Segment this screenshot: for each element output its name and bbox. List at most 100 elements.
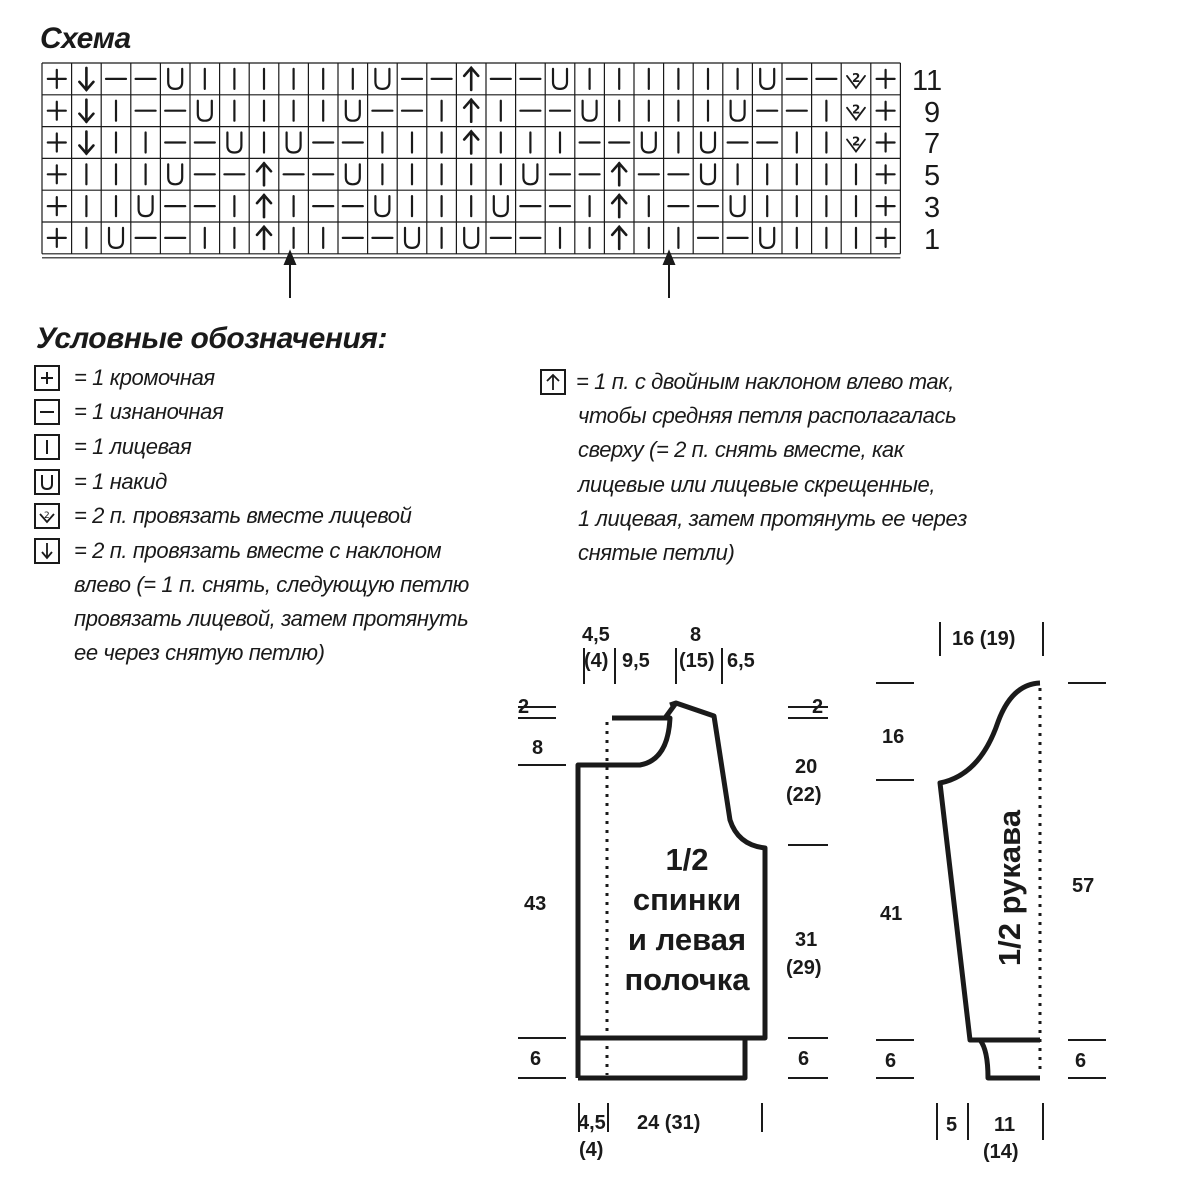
body-dim-left-43: 43 (524, 893, 547, 915)
stitch-cell-r6-c1 (46, 227, 67, 248)
row-number-1: 1 (924, 224, 941, 256)
stitch-cell-r2-c2 (78, 98, 95, 124)
body-label-line-2: спинки (632, 882, 742, 917)
stitch-cell-r3-c23 (699, 131, 717, 154)
stitch-cell-r5-c29 (875, 196, 896, 217)
legend-double-dec-line-5: 1 лицевая, затем протянуть ее через (578, 506, 967, 531)
body-dim-top-c2: (15) (679, 650, 715, 672)
sleeve-dim-left-41: 41 (880, 903, 903, 925)
stitch-cell-r3-c2 (78, 130, 95, 156)
stitch-cell-r4-c1 (46, 164, 67, 185)
stitch-cell-r5-c24 (729, 195, 746, 218)
legend-k2tog: = 2 п. провязать вместе лицевой (74, 503, 412, 528)
stitch-cell-r2-c15 (462, 97, 480, 123)
svg-text:2: 2 (852, 71, 860, 85)
stitch-cell-r3-c1 (46, 132, 67, 153)
stitch-cell-r1-c29 (875, 68, 896, 90)
stitch-cell-r2-c24 (729, 99, 746, 122)
sleeve-dim-bottom-b2: (14) (983, 1141, 1019, 1163)
stitch-cell-r4-c20 (610, 161, 628, 187)
svg-text:2: 2 (852, 103, 860, 117)
svg-text:2: 2 (852, 135, 860, 149)
ssk-icon (34, 538, 60, 564)
body-dim-left-2: 2 (518, 696, 530, 718)
stitch-cell-r1-c18 (551, 67, 569, 91)
stitch-cell-r6-c15 (463, 226, 480, 250)
repeat-markers (283, 249, 676, 298)
body-dim-top-b: 9,5 (622, 650, 650, 672)
stitch-cell-r6-c13 (403, 226, 421, 250)
body-dim-top-c: 8 (690, 624, 702, 646)
stitch-cell-r2-c19 (581, 99, 598, 122)
body-dim-top-a: 4,5 (582, 624, 610, 646)
yarn-over-icon (34, 469, 60, 495)
stitch-cell-r2-c11 (344, 99, 361, 122)
stitch-cell-r6-c25 (759, 226, 776, 250)
body-dim-right-29: (29) (786, 957, 822, 979)
stitch-cell-r1-c25 (759, 67, 776, 91)
stitch-cell-r2-c28: 2 (846, 103, 866, 122)
stitch-cell-r3-c21 (640, 131, 657, 154)
stitch-cell-r2-c6 (196, 99, 213, 122)
stitch-chart-grid: 2 2 2 (41, 62, 902, 259)
sleeve-dim-right-6: 6 (1075, 1050, 1087, 1072)
stitch-cell-r1-c2 (78, 66, 95, 92)
stitch-cell-r4-c17 (522, 163, 539, 186)
legend-ssk: = 2 п. провязать вместе с наклоном (74, 538, 442, 563)
double-decrease-icon (540, 369, 566, 395)
row-number-11: 11 (912, 65, 943, 97)
body-label-line-4: полочка (624, 962, 750, 997)
body-dim-bottom-a2: (4) (579, 1139, 604, 1161)
stitch-cell-r1-c1 (46, 68, 67, 90)
legend-ssk-line-2: влево (= 1 п. снять, следующую петлю (74, 572, 469, 597)
stitch-cell-r6-c8 (255, 224, 273, 251)
legend-double-dec-line-2: чтобы средняя петля располагалась (578, 403, 957, 428)
body-schematic (575, 700, 768, 1081)
body-piece-label: 1/2 спинки и левая полочка (612, 840, 762, 1000)
body-dim-right-2: 2 (812, 696, 824, 718)
sleeve-dim-top: 16 (19) (952, 628, 1016, 650)
body-dim-top-d: 6,5 (727, 650, 755, 672)
legend-yarn-over: = 1 накид (74, 469, 167, 494)
body-label-line-1: 1/2 (665, 842, 709, 877)
stitch-cell-r5-c16 (492, 195, 509, 218)
edge-stitch-icon (34, 365, 60, 391)
stitch-cell-r2-c29 (875, 100, 896, 121)
stitch-cell-r4-c29 (875, 164, 896, 185)
sleeve-dim-bottom-b: 11 (994, 1114, 1016, 1136)
sleeve-dim-bottom-a: 5 (946, 1114, 958, 1136)
body-dim-right-6: 6 (798, 1048, 810, 1070)
stitch-cell-r4-c8 (255, 161, 273, 187)
sleeve-dim-left-16: 16 (882, 726, 905, 748)
stitch-cell-r1-c15 (462, 65, 480, 92)
sleeve-dim-lines (876, 622, 1106, 1140)
stitch-cell-r6-c3 (107, 226, 125, 250)
purl-icon (34, 399, 60, 425)
stitch-cell-r4-c5 (167, 163, 184, 186)
row-number-5: 5 (924, 160, 941, 192)
row-number-9: 9 (924, 97, 941, 129)
stitch-cell-r4-c11 (344, 163, 361, 186)
row-number-7: 7 (924, 128, 941, 160)
legend-ssk-line-4: ее через снятую петлю) (74, 640, 325, 665)
stitch-cell-r5-c20 (610, 193, 628, 219)
legend-double-dec-line-4: лицевые или лицевые скрещенные, (578, 472, 936, 497)
legend-double-dec-line-6: снятые петли) (578, 540, 735, 565)
stitch-cell-r3-c28: 2 (846, 135, 866, 153)
sleeve-schematic (937, 680, 1041, 1081)
stitch-cell-r5-c8 (255, 193, 273, 219)
stitch-cell-r6-c20 (610, 224, 628, 251)
svg-text:2: 2 (44, 511, 50, 521)
stitch-cell-r3-c7 (226, 131, 243, 154)
sleeve-piece-label: 1/2 рукава (992, 809, 1027, 967)
body-dim-top-a2: (4) (584, 650, 609, 672)
legend-title: Условные обозначения: (36, 322, 387, 355)
legend-edge-stitch: = 1 кромочная (74, 365, 215, 390)
body-dim-bottom-b: 24 (31) (637, 1112, 701, 1134)
chart-title: Схема (40, 22, 131, 55)
body-dim-left-8: 8 (532, 737, 544, 759)
body-dim-right-20: 20 (795, 756, 818, 778)
stitch-cell-r1-c5 (167, 67, 184, 91)
body-label-line-3: и левая (627, 922, 747, 957)
stitch-cell-r1-c28: 2 (846, 71, 866, 90)
